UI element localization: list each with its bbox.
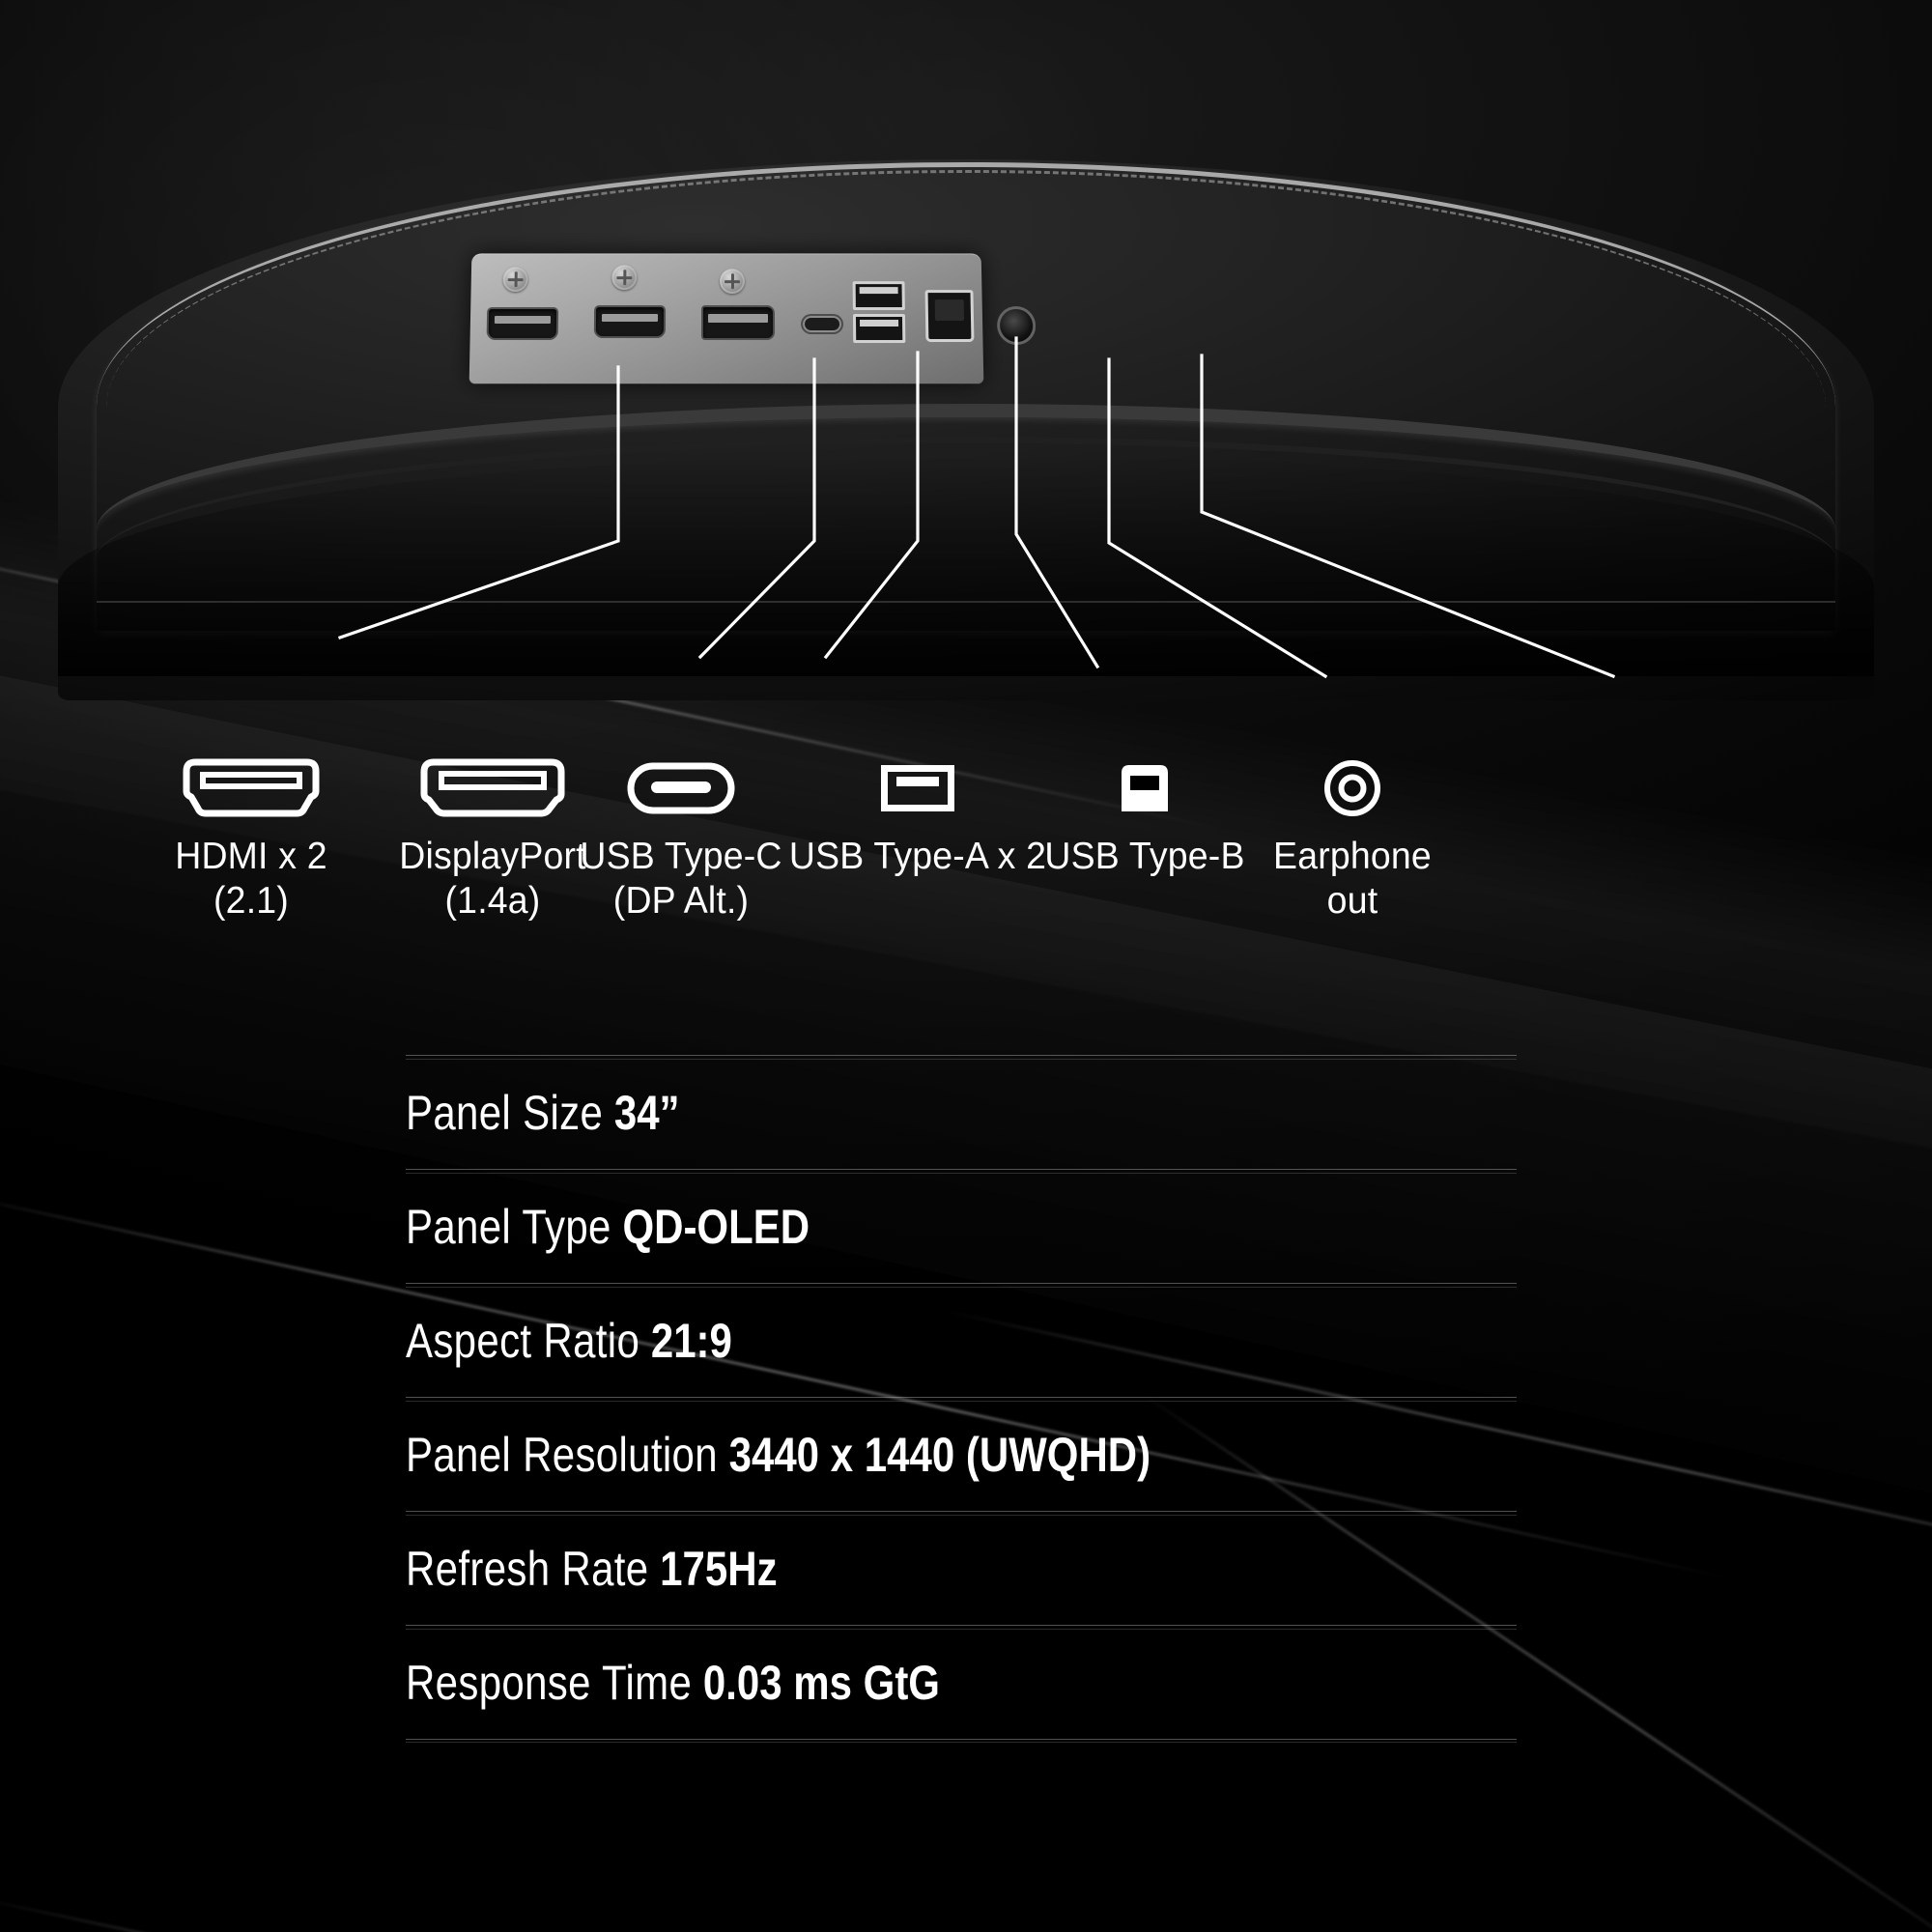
displayport-icon [314,752,671,825]
plate-screw-2 [611,265,638,291]
earphone-out-icon [1174,752,1531,825]
io-legend-row: HDMI x 2 (2.1) DisplayPort (1.4a) USB Ty… [0,752,1932,974]
spec-table: Panel Size 34” Panel Type QD-OLED Aspect… [406,1055,1517,1743]
spec-label: Panel Resolution [406,1427,718,1482]
usb-type-c-port [802,316,842,332]
spec-value: 3440 x 1440 (UWQHD) [728,1427,1151,1482]
legend-label-earphone: Earphone out [1273,836,1432,922]
table-row: Panel Resolution 3440 x 1440 (UWQHD) [406,1397,1517,1511]
legend-label-hdmi: HDMI x 2 (2.1) [175,836,327,922]
monitor-top-rim [97,162,1835,631]
plate-screw-3 [720,269,745,295]
spec-value: 34” [613,1085,680,1140]
monitor-rear-photo [0,0,1932,700]
earphone-out-jack [999,309,1034,343]
table-row: Panel Type QD-OLED [406,1169,1517,1283]
usb-type-a-port-2 [852,314,906,344]
legend-item-usb-b: USB Type-B [966,752,1323,879]
legend-item-earphone: Earphone out [1174,752,1531,923]
legend-item-hdmi: HDMI x 2 (2.1) [72,752,430,923]
legend-item-usb-c: USB Type-C (DP Alt.) [502,752,860,923]
usb-type-a-port-1 [852,281,905,311]
legend-item-usb-a: USB Type-A x 2 [715,752,1121,879]
spec-label: Response Time [406,1655,693,1710]
table-row: Refresh Rate 175Hz [406,1511,1517,1625]
table-row: Aspect Ratio 21:9 [406,1283,1517,1397]
usb-type-c-icon [502,752,860,825]
monitor-lower-lip-2 [93,437,1839,637]
spec-value: QD-OLED [622,1199,810,1254]
spec-label: Refresh Rate [406,1541,649,1596]
legend-item-displayport: DisplayPort (1.4a) [314,752,671,923]
usb-type-a-icon [715,752,1121,825]
displayport-port [702,307,774,339]
spec-label: Panel Size [406,1085,604,1140]
table-row: Panel Size 34” [406,1055,1517,1169]
legend-label-usb-a: USB Type-A x 2 [788,836,1047,877]
hdmi-port-2 [595,307,665,337]
table-row: Response Time 0.03 ms GtG [406,1625,1517,1743]
legend-label-usb-c: USB Type-C (DP Alt.) [580,836,782,922]
spec-value: 21:9 [650,1313,732,1368]
io-port-plate [469,253,1034,384]
hdmi-port-1 [488,309,557,339]
monitor-vent-dashes [106,170,1826,627]
spec-value: 0.03 ms GtG [702,1655,940,1710]
legend-label-usb-b: USB Type-B [1044,836,1245,877]
hdmi-icon [72,752,430,825]
plate-screw-1 [502,267,528,293]
spec-value: 175Hz [660,1541,778,1596]
spec-label: Panel Type [406,1199,611,1254]
spec-label: Aspect Ratio [406,1313,640,1368]
usb-type-b-icon [966,752,1323,825]
legend-label-displayport: DisplayPort (1.4a) [399,836,586,922]
usb-type-b-port [924,290,975,343]
